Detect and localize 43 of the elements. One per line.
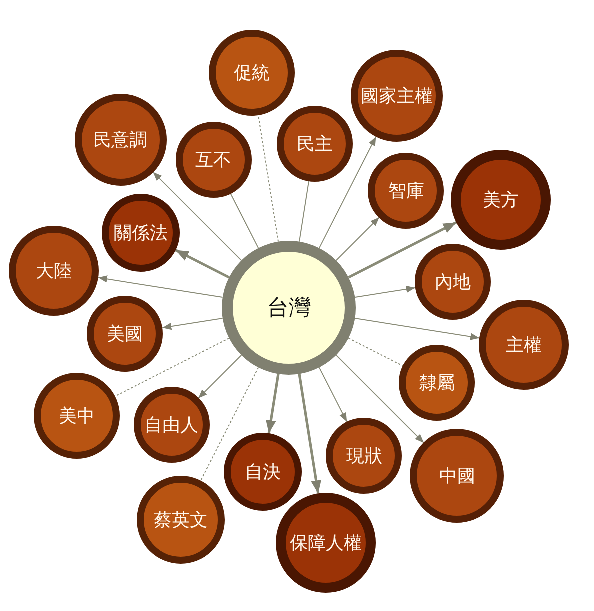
topic-circle	[87, 296, 163, 372]
arrow	[318, 367, 348, 422]
arrow	[318, 136, 377, 249]
arrow	[152, 172, 242, 262]
connector-line	[348, 338, 404, 367]
connector-line	[299, 181, 310, 242]
circle-label: 互不	[196, 149, 232, 172]
topic-circle	[326, 418, 402, 494]
arrow	[98, 276, 224, 298]
circle-label: 自由人	[144, 414, 199, 438]
circle-label: 主權	[506, 334, 542, 358]
circle-label: 民意調	[94, 128, 148, 152]
arrow	[162, 318, 224, 330]
arrow	[175, 249, 230, 279]
circle-label: 民主	[297, 133, 333, 156]
circle-label: 隸屬	[418, 372, 455, 396]
circle-label: 關係法	[114, 222, 168, 245]
circle-label: 自決	[245, 461, 281, 484]
circle-label: 中國	[439, 465, 476, 488]
circle-label: 台灣	[267, 295, 311, 323]
arrow	[348, 221, 458, 279]
circle-label: 國家主權	[361, 84, 433, 108]
circle-label: 保障人權	[290, 532, 362, 556]
arrow	[198, 354, 242, 399]
circle-label: 智庫	[388, 180, 424, 203]
connector-line	[200, 367, 260, 482]
circle-label: 內地	[435, 271, 471, 294]
circle-label: 促統	[234, 62, 270, 85]
connector-line	[258, 114, 279, 242]
circle-label: 美中	[58, 405, 95, 428]
circle-label: 大陸	[36, 260, 72, 283]
arrow	[354, 286, 416, 298]
arrow	[336, 217, 380, 262]
arrow	[298, 374, 322, 494]
circle-label: 蔡英文	[154, 509, 208, 532]
connector-line	[114, 338, 230, 397]
circle-label: 現狀	[346, 444, 382, 468]
circle-label: 美國	[107, 323, 143, 346]
arrow	[266, 374, 280, 434]
arrow	[336, 354, 425, 444]
arrow	[354, 318, 480, 340]
circle-label: 美方	[483, 189, 520, 212]
connector-line	[230, 194, 260, 249]
